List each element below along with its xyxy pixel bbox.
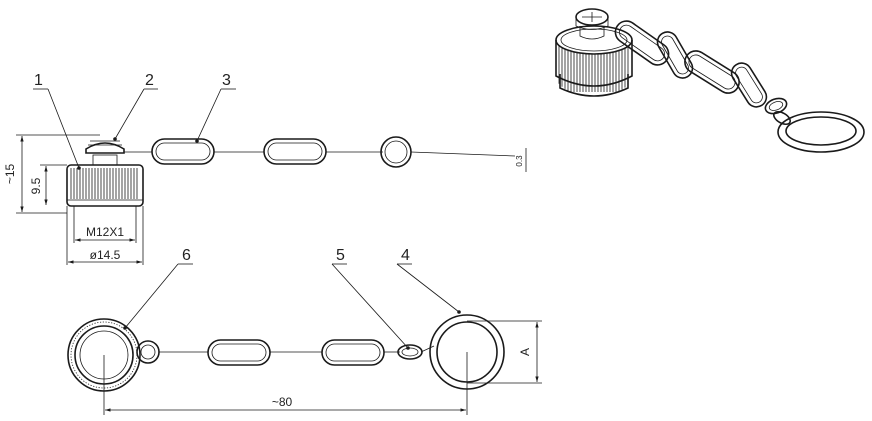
dim-cap-height: 9.5 — [29, 177, 43, 194]
callout-2: 2 — [145, 72, 154, 89]
screw-head-side — [85, 140, 125, 166]
knurled-cap-iso — [555, 8, 633, 97]
top-view: 6 5 4 ~80 A — [67, 247, 542, 415]
side-view: 1 2 3 ~15 9.5 M12X1 ø14.5 0.3 — [3, 72, 527, 265]
dim-chain-length: ~80 — [272, 395, 293, 409]
dim-overall-height: ~15 — [3, 163, 17, 184]
dim-thread: M12X1 — [86, 225, 124, 239]
knurled-cap-side — [66, 164, 144, 207]
isometric-view — [555, 8, 865, 153]
dim-wire: 0.3 — [515, 155, 524, 167]
dim-ring-inner: A — [518, 348, 532, 356]
chain-side — [124, 136, 516, 168]
dimension-lines-top — [103, 320, 542, 415]
ring-top — [420, 314, 505, 390]
chain-iso — [614, 20, 791, 126]
callout-6: 6 — [182, 247, 191, 264]
chain-top — [136, 339, 423, 366]
dimension-lines-side — [16, 134, 527, 265]
leaders-side — [33, 88, 236, 170]
callout-4: 4 — [401, 247, 410, 264]
ring-iso — [777, 111, 865, 153]
callout-3: 3 — [222, 72, 231, 89]
callout-5: 5 — [336, 247, 345, 264]
callout-1: 1 — [34, 72, 43, 89]
leaders-top — [123, 263, 461, 350]
dim-cap-diameter: ø14.5 — [90, 248, 121, 262]
